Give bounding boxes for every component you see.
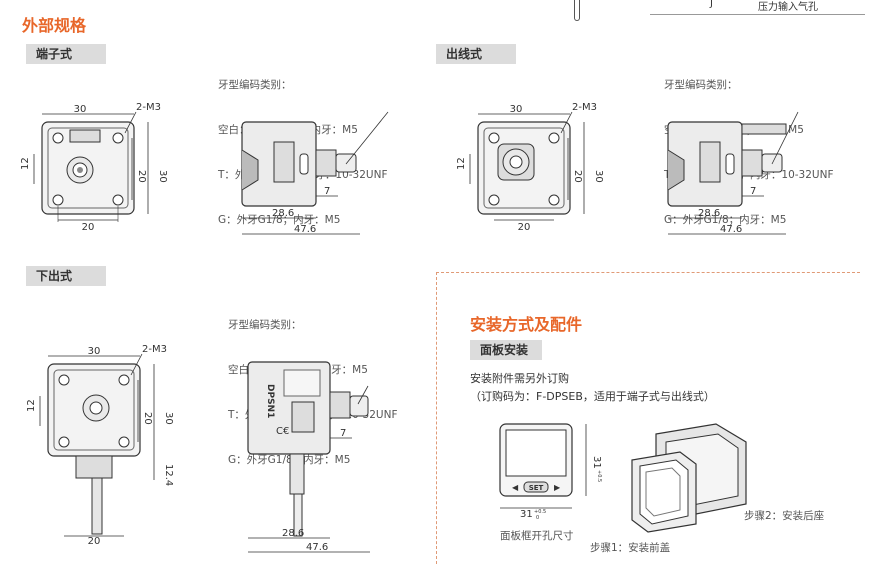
cutout-tolerance: +0.5 [534,509,546,515]
dim-port: 7 [340,428,346,439]
dim-depth2: 47.6 [720,224,742,235]
mounting-accessory-diagram [631,423,747,533]
cutout-tolerance-zero: 0 [536,515,539,520]
side-view-terminal: 28.6 47.6 7 [241,111,389,235]
variant-tag-terminal: 端子式 [26,44,106,64]
spec-line: G：外牙G1/8；内牙：M5 [664,214,787,226]
dim-offset: 12 [456,157,467,170]
dim-depth1: 28.6 [698,208,720,219]
spec-title: 牙型编码类别： [218,79,292,91]
dim-height: 30 [163,412,174,425]
top-table-strip: J 压力输入气孔 [650,0,865,15]
variant-tag-bottom: 下出式 [26,266,106,286]
dim-height: 30 [157,170,168,183]
step2-label: 步骤2：安装后座 [744,510,825,522]
dashed-divider-horizontal [436,272,860,273]
cutout-width: 31 [520,509,533,520]
mounting-tag: 面板安装 [470,340,542,360]
spec-title: 牙型编码类别： [228,319,302,331]
dim-depth2: 47.6 [306,542,328,553]
product-label: DPSN1 [265,384,275,418]
left-arrow-icon: ◀ [512,483,519,492]
dim-hole-height: 20 [572,170,583,183]
dim-hole-height: 20 [142,412,153,425]
dim-port: 7 [324,186,330,197]
dim-thread: 2-M3 [572,102,597,113]
front-view-terminal: 30 20 30 20 12 2-M3 [20,102,168,233]
dim-height: 30 [593,170,604,183]
section-title: 外部规格 [22,16,87,35]
dim-width: 30 [88,346,101,357]
dim-port: 7 [750,186,756,197]
side-view-bottom: DPSN1 C€ 28.6 47.6 7 [247,361,370,553]
dim-hole-width: 20 [518,222,531,233]
top-bracket-mark [574,0,580,21]
ce-mark-icon: C€ [276,426,289,437]
dim-hole-width: 20 [88,536,101,546]
set-button-label: SET [529,484,544,492]
variant-tag-cable: 出线式 [436,44,516,64]
spec-line: G：外牙G1/8；内牙：M5 [228,454,351,466]
mounting-title: 安装方式及配件 [470,315,583,334]
cutout-height-tolerance: +0.5 [596,470,602,482]
strip-left-text: J [710,0,713,9]
dim-depth2: 47.6 [294,224,316,235]
side-view-cable: 28.6 47.6 7 [667,111,799,235]
mounting-note: 安装附件需另外订购 [470,372,569,385]
dim-cable: 12.4 [163,464,174,486]
dim-hole-height: 20 [136,170,147,183]
dim-width: 30 [74,104,87,115]
dim-width: 30 [510,104,523,115]
dim-thread: 2-M3 [142,344,167,355]
dim-hole-width: 20 [82,222,95,233]
panel-cutout-diagram: SET ◀ ▶ 31 +0.5 0 31 +0.5 [499,423,602,520]
spec-title: 牙型编码类别： [664,79,738,91]
step1-label: 步骤1：安装前盖 [590,542,671,554]
mounting-order-code: （订购码为：F-DPSEB，适用于端子式与出线式） [470,390,715,403]
dim-depth1: 28.6 [272,208,294,219]
front-view-bottom: 30 20 30 20 12.4 12 2-M3 [26,344,174,546]
right-arrow-icon: ▶ [554,483,561,492]
cutout-caption: 面板框开孔尺寸 [500,530,574,542]
strip-right-text: 压力输入气孔 [758,2,818,13]
dim-depth1: 28.6 [282,528,304,539]
cutout-height: 31 [591,456,602,469]
dim-offset: 12 [20,157,31,170]
dashed-divider-vertical [436,272,437,564]
dim-thread: 2-M3 [136,102,161,113]
dim-offset: 12 [26,399,37,412]
spec-line: G：外牙G1/8；内牙：M5 [218,214,341,226]
front-view-cable: 30 20 30 20 12 2-M3 [456,102,604,233]
